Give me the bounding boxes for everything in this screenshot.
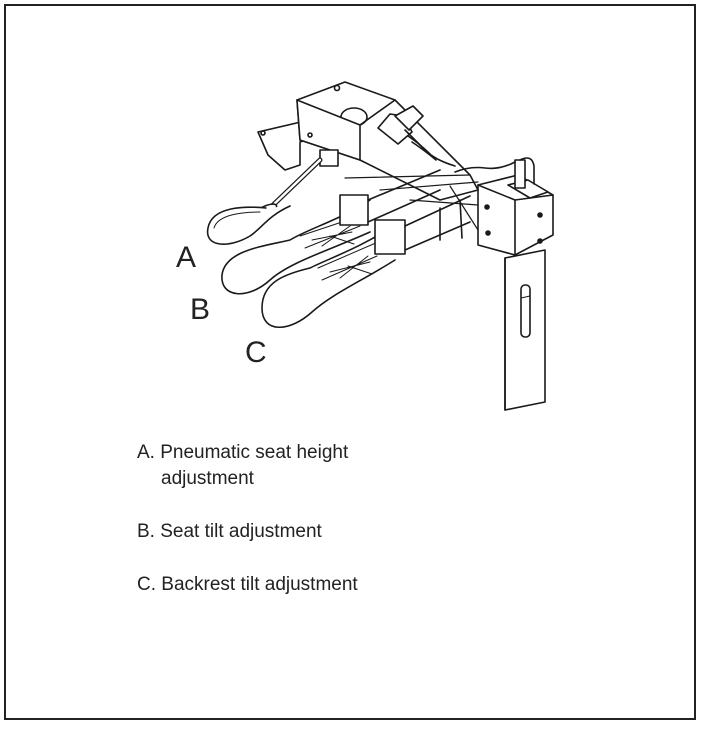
column-post — [504, 249, 546, 411]
legend-text: Seat tilt adjustment — [160, 521, 322, 542]
legend-text-continued: adjustment — [161, 468, 254, 489]
legend-item-c: C. Backrest tilt adjustment — [137, 572, 557, 598]
legend-text: Pneumatic seat height — [160, 442, 349, 463]
callout-b: B — [190, 293, 211, 326]
lever-a-paddle — [206, 205, 291, 245]
spring-bracket — [377, 105, 516, 173]
right-housing — [477, 157, 554, 256]
legend: A. Pneumatic seat height adjustment B. S… — [137, 440, 557, 625]
callout-a: A — [176, 241, 197, 274]
top-plate — [257, 81, 479, 201]
legend-item-b: B. Seat tilt adjustment — [137, 519, 557, 545]
connecting-rods — [344, 174, 479, 231]
lever-b-paddle — [221, 169, 441, 295]
legend-letter: A. — [137, 442, 155, 463]
legend-letter: B. — [137, 521, 155, 542]
legend-item-a: A. Pneumatic seat height adjustment — [137, 440, 557, 492]
legend-letter: C. — [137, 574, 156, 595]
lever-c-paddle — [261, 195, 471, 329]
legend-text: Backrest tilt adjustment — [161, 574, 358, 595]
callout-c: C — [245, 336, 267, 369]
